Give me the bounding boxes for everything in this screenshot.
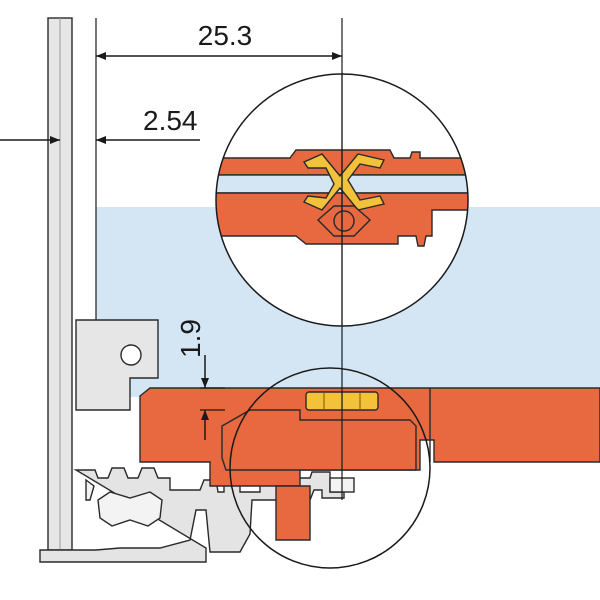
left-plate xyxy=(47,17,97,551)
dimension-25-3: 25.3 xyxy=(96,20,342,60)
dimension-1-9: 1.9 xyxy=(175,319,225,440)
mounting-bracket xyxy=(75,319,159,411)
terminal-bar xyxy=(139,387,600,541)
dimension-label-height-offset: 1.9 xyxy=(175,319,206,358)
dimension-2-54: 2.54 xyxy=(0,105,200,144)
detail-circle-lower xyxy=(229,367,431,569)
dimension-label-rail-pitch: 2.54 xyxy=(143,105,198,136)
dimension-label-pitch-width: 25.3 xyxy=(198,20,253,51)
mounting-hole xyxy=(120,344,142,366)
terminal-pin xyxy=(275,485,311,541)
